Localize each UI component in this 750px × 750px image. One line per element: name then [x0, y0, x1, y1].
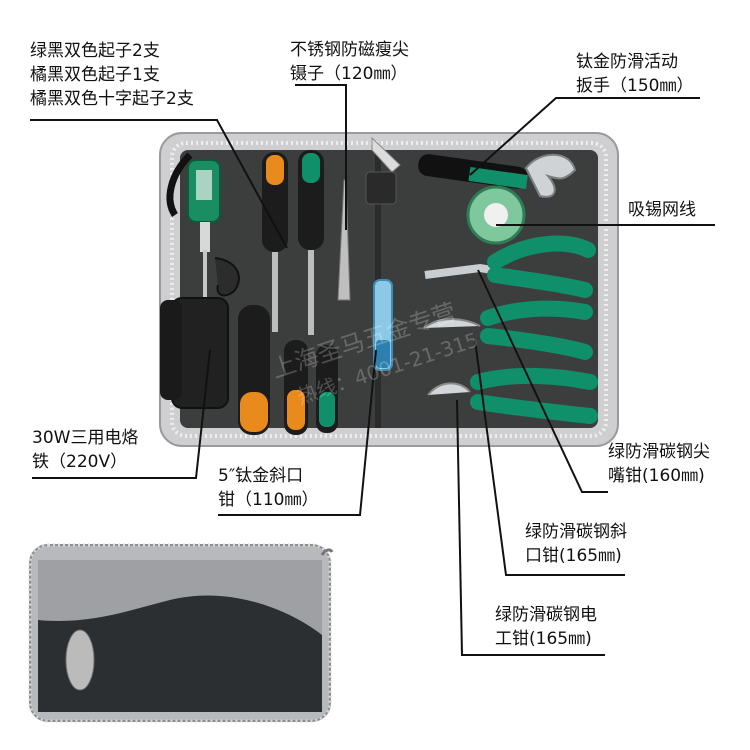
- leader-wrench: [469, 97, 700, 176]
- label-lineman-line2: 工钳(165㎜): [495, 629, 592, 649]
- label-tweezers-line1: 不锈钢防磁瘦尖: [290, 40, 409, 60]
- label-cutter5-line1: 5″钛金斜口: [218, 466, 304, 486]
- label-wrench: 钛金防滑活动 扳手（150㎜）: [576, 50, 693, 98]
- label-diagonal-line1: 绿防滑碳钢斜: [525, 522, 627, 542]
- label-wrench-line1: 钛金防滑活动: [576, 52, 678, 72]
- label-diagonal-line2: 口钳(165㎜): [525, 546, 622, 566]
- solder-wick: [466, 185, 526, 245]
- label-soldering-iron-line2: 铁（220V）: [32, 452, 128, 472]
- leader-screwdrivers: [30, 119, 288, 249]
- screwdriver-set: [238, 150, 338, 435]
- label-needle-nose-line2: 嘴钳(160㎜): [608, 466, 705, 486]
- diagonal-pliers: [423, 300, 593, 360]
- label-wrench-line2: 扳手（150㎜）: [576, 76, 694, 96]
- label-diagonal: 绿防滑碳钢斜 口钳(165㎜): [525, 520, 627, 568]
- lineman-pliers: [427, 367, 598, 424]
- mini-cutter: [373, 279, 393, 371]
- closed-tool-case: [28, 543, 334, 723]
- label-screwdrivers-line1: 绿黑双色起子2支: [30, 41, 160, 61]
- leader-soldering-iron: [32, 349, 211, 479]
- label-screwdrivers: 绿黑双色起子2支 橘黑双色起子1支 橘黑双色十字起子2支: [30, 39, 194, 111]
- leader-cutter5: [218, 349, 377, 516]
- label-cutter5-line2: 钳（110㎜）: [218, 490, 319, 510]
- label-screwdrivers-line3: 橘黑双色十字起子2支: [30, 89, 194, 109]
- leader-lines: [30, 84, 715, 656]
- leader-lineman: [456, 399, 605, 656]
- label-wick-line1: 吸锡网线: [628, 200, 696, 220]
- leader-needle-nose: [477, 269, 608, 493]
- label-lineman-line1: 绿防滑碳钢电: [495, 605, 597, 625]
- label-needle-nose-line1: 绿防滑碳钢尖: [608, 442, 710, 462]
- label-tweezers: 不锈钢防磁瘦尖 镊子（120㎜）: [290, 38, 409, 86]
- label-soldering-iron: 30W三用电烙 铁（220V）: [32, 426, 138, 474]
- label-cutter5: 5″钛金斜口 钳（110㎜）: [218, 464, 318, 512]
- label-wick: 吸锡网线: [628, 198, 696, 222]
- label-soldering-iron-line1: 30W三用电烙: [32, 428, 139, 448]
- soldering-iron: [160, 152, 240, 409]
- label-tweezers-line2: 镊子（120㎜）: [290, 64, 408, 84]
- leader-diagonal: [474, 339, 625, 576]
- label-lineman: 绿防滑碳钢电 工钳(165㎜): [495, 603, 597, 651]
- label-needle-nose: 绿防滑碳钢尖 嘴钳(160㎜): [608, 440, 710, 488]
- leader-tweezers: [295, 84, 347, 230]
- needle-nose-pliers: [424, 235, 596, 298]
- label-screwdrivers-line2: 橘黑双色起子1支: [30, 65, 160, 85]
